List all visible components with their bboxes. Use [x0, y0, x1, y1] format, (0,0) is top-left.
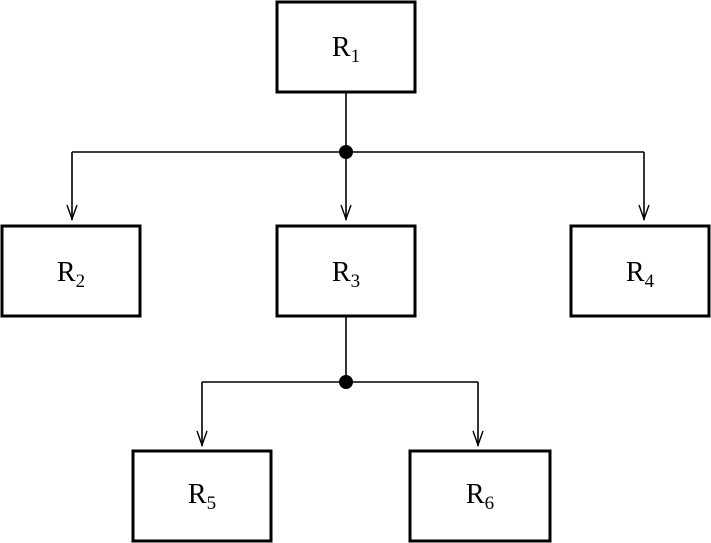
node-r1-label: R1 — [332, 32, 360, 67]
node-r6: R6 — [408, 449, 552, 543]
node-r5: R5 — [131, 449, 273, 543]
node-r1-label-base: R — [332, 32, 351, 63]
node-r4: R4 — [569, 224, 711, 318]
node-r1-label-sub: 1 — [351, 46, 361, 67]
node-r6-label-sub: 6 — [485, 493, 495, 514]
node-r6-label: R6 — [466, 479, 494, 514]
node-r4-label-sub: 4 — [645, 271, 655, 292]
node-r2: R2 — [0, 224, 142, 318]
node-r3: R3 — [275, 224, 417, 318]
node-r2-label-sub: 2 — [76, 271, 86, 292]
node-r4-label-base: R — [626, 257, 645, 288]
node-r3-label-base: R — [332, 257, 351, 288]
node-r3-box — [275, 224, 417, 318]
edges-from-r3 — [196, 316, 484, 448]
arrowhead-r2 — [66, 204, 78, 222]
node-r4-label: R4 — [626, 257, 655, 292]
node-r1: R1 — [275, 0, 417, 94]
node-r5-label-sub: 5 — [207, 493, 217, 514]
edges-from-r1 — [66, 92, 650, 222]
node-r1-box — [275, 0, 417, 94]
node-r6-label-base: R — [466, 479, 485, 510]
arrowhead-r4 — [638, 204, 650, 222]
node-r6-box — [408, 449, 552, 543]
node-r2-label-base: R — [57, 257, 76, 288]
node-r5-box — [131, 449, 273, 543]
arrowhead-r6 — [472, 430, 484, 448]
node-r5-label-base: R — [188, 479, 207, 510]
node-r5-label: R5 — [188, 479, 216, 514]
node-r3-label-sub: 3 — [351, 271, 361, 292]
node-r4-box — [569, 224, 711, 318]
arrowhead-r5 — [196, 430, 208, 448]
junction-dot-r3 — [339, 375, 353, 389]
node-r2-box — [0, 224, 142, 318]
node-r2-label: R2 — [57, 257, 85, 292]
junction-dot-r1 — [339, 145, 353, 159]
arrowhead-r3 — [340, 204, 352, 222]
node-r3-label: R3 — [332, 257, 360, 292]
